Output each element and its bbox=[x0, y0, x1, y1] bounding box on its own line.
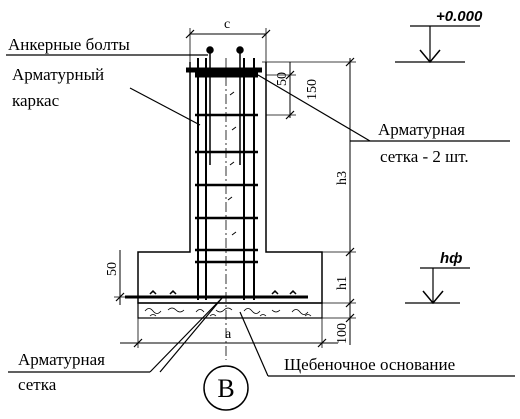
rebar-mesh-bottom-bars bbox=[149, 289, 297, 295]
axis-marker-letter: В bbox=[217, 374, 234, 403]
dimension-tick bbox=[345, 298, 355, 308]
anchor-bolt-nut bbox=[206, 46, 214, 54]
dimension-a: a bbox=[225, 327, 232, 342]
dimension-150: 150 bbox=[305, 79, 320, 100]
dimension-tick bbox=[285, 110, 295, 120]
level-mark-top-text: +0.000 bbox=[436, 8, 483, 25]
dimension-50-left-text: 50 bbox=[105, 262, 120, 276]
leader-rebar-mesh-top bbox=[257, 74, 371, 142]
dimension-50-top: 50 bbox=[275, 72, 290, 86]
leader-rebar-mesh-bottom-b bbox=[159, 297, 223, 373]
gravel-hatch bbox=[144, 307, 312, 317]
label-gravel-base: Щебеночное основание bbox=[284, 355, 455, 374]
dimension-tick bbox=[285, 70, 295, 80]
foundation-outline bbox=[137, 62, 323, 304]
dimension-100: 100 bbox=[335, 323, 350, 344]
leader-rebar-mesh-bottom-a bbox=[149, 297, 223, 373]
dimension-tick bbox=[133, 338, 143, 348]
dimension-tick bbox=[317, 338, 327, 348]
dimension-h1: h1 bbox=[335, 276, 350, 290]
label-rebar-mesh-top-line1: Арматурная bbox=[378, 120, 465, 139]
gravel-base bbox=[137, 302, 323, 319]
anchor-bolt-hooks bbox=[227, 91, 237, 236]
label-rebar-mesh-bottom-line2: сетка bbox=[18, 375, 57, 394]
label-rebar-mesh-top-line2: сетка - 2 шт. bbox=[380, 147, 469, 166]
dimension-c: c bbox=[224, 17, 230, 32]
dimension-h3: h3 bbox=[335, 171, 350, 185]
axis-marker-circle bbox=[203, 365, 249, 411]
dimension-tick bbox=[261, 29, 271, 39]
leader-rebar-cage bbox=[129, 87, 201, 126]
label-anchor-bolts: Анкерные болты bbox=[8, 35, 130, 54]
dimension-tick bbox=[345, 57, 355, 67]
label-rebar-cage-line1: Арматурный bbox=[12, 65, 104, 84]
level-mark-bottom-text: hф bbox=[440, 250, 462, 267]
label-rebar-cage-line2: каркас bbox=[12, 91, 60, 110]
dimension-tick bbox=[185, 29, 195, 39]
dimension-tick bbox=[345, 313, 355, 323]
leader-gravel bbox=[239, 311, 269, 377]
label-rebar-mesh-bottom-line1: Арматурная bbox=[18, 350, 105, 369]
anchor-bolt-nut bbox=[236, 46, 244, 54]
dimension-tick bbox=[115, 292, 125, 302]
dimension-tick bbox=[345, 247, 355, 257]
